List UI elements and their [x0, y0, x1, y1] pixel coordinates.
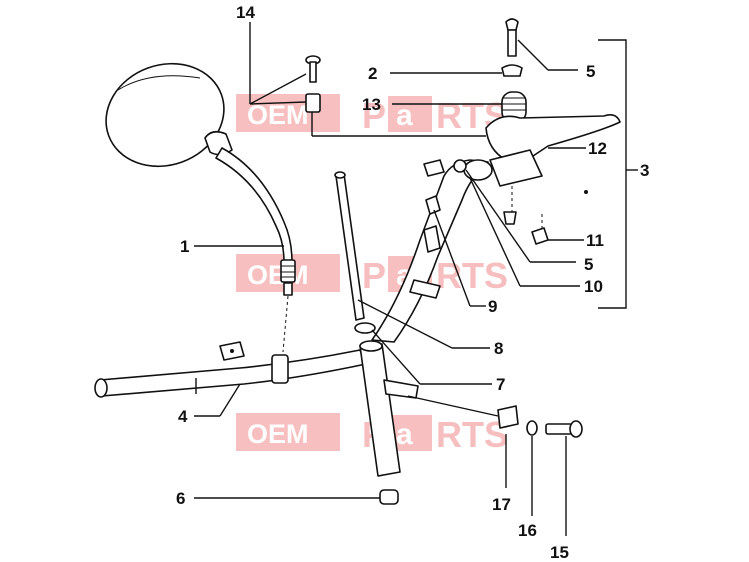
callout-4: 4 — [178, 407, 188, 426]
callout-12: 12 — [588, 139, 607, 158]
watermark-top: OEM BIKE P a RTS — [236, 94, 508, 136]
mirror — [105, 62, 296, 296]
callout-17: 17 — [492, 495, 511, 514]
svg-text:OEM: OEM — [247, 260, 309, 290]
callout-1: 1 — [180, 237, 189, 256]
svg-text:RTS: RTS — [436, 414, 508, 455]
leader-lines — [194, 22, 638, 536]
svg-text:P: P — [362, 95, 386, 136]
steering-tube — [359, 340, 419, 505]
callout-15: 15 — [550, 543, 569, 562]
callout-8: 8 — [494, 339, 503, 358]
handlebar — [94, 341, 367, 398]
callout-7: 7 — [496, 375, 505, 394]
callout-10: 10 — [584, 277, 603, 296]
callout-11: 11 — [586, 231, 604, 250]
svg-text:BIKE: BIKE — [343, 273, 350, 290]
callout-5-lower: 5 — [584, 255, 593, 274]
svg-text:OEM: OEM — [247, 100, 309, 130]
svg-text:a: a — [396, 418, 413, 451]
bolt-washer-plate — [497, 405, 583, 438]
lever-assembly — [423, 18, 621, 245]
watermark-bottom: OEM BIKE P a RTS — [236, 413, 508, 455]
svg-text:OEM: OEM — [247, 419, 309, 449]
svg-text:a: a — [396, 99, 413, 132]
svg-text:BIKE: BIKE — [343, 113, 350, 130]
callout-14: 14 — [236, 3, 255, 22]
callout-16: 16 — [518, 521, 537, 540]
watermark-middle: OEM BIKE P a RTS — [236, 254, 508, 296]
callout-5-top: 5 — [586, 62, 595, 81]
svg-text:BIKE: BIKE — [343, 432, 350, 449]
callout-13: 13 — [362, 95, 381, 114]
callout-9: 9 — [488, 297, 497, 316]
screw-bushing — [305, 55, 321, 113]
callouts: 14 2 13 5 12 3 11 5 10 9 8 7 1 4 6 17 16… — [176, 3, 649, 562]
svg-text:P: P — [362, 255, 386, 296]
callout-6: 6 — [176, 489, 185, 508]
upper-tube — [371, 159, 493, 343]
center-rod — [334, 171, 376, 334]
callout-2: 2 — [368, 64, 377, 83]
svg-text:RTS: RTS — [436, 255, 508, 296]
callout-3: 3 — [640, 161, 649, 180]
